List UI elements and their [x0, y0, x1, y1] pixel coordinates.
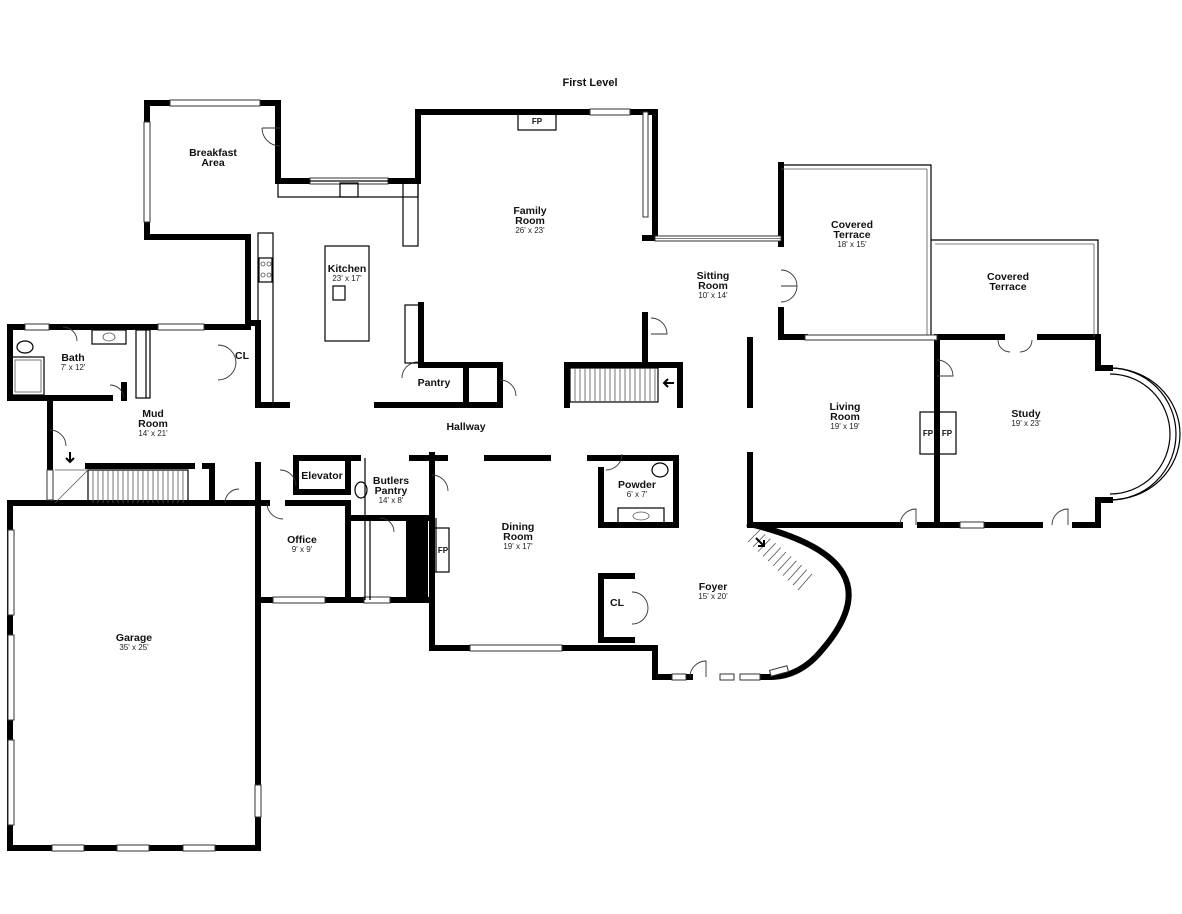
- room-name: Office: [287, 534, 317, 546]
- stair-arrows: [65, 378, 765, 547]
- room-sitting-room: Sitting Room 10' x 14': [697, 270, 730, 300]
- room-foyer: Foyer 15' x 20': [698, 581, 728, 601]
- stair-tread: [762, 542, 776, 557]
- room-dims: 6' x 7': [627, 490, 648, 499]
- svg-text:Room: Room: [138, 418, 168, 430]
- doors: [49, 127, 1069, 678]
- room-dims: 10' x 14': [698, 291, 728, 300]
- room-office: Office 9' x 9': [287, 534, 317, 554]
- room-garage: Garage 35' x 25': [116, 632, 152, 652]
- fireplace-label: FP: [923, 429, 934, 438]
- svg-text:Breakfast: Breakfast: [189, 147, 237, 159]
- room-breakfast-area: Breakfast Area: [189, 147, 237, 169]
- fireplace-labels: FP FP FP FP: [438, 117, 953, 555]
- room-family-room: Family Room 26' x 23': [513, 205, 546, 235]
- stair-outline: [569, 367, 659, 403]
- stairs: [54, 367, 813, 591]
- room-powder: Powder 6' x 7': [618, 479, 656, 499]
- stair-tread: [777, 556, 792, 572]
- room-name: CL: [610, 597, 625, 609]
- room-hallway: Hallway: [446, 421, 485, 433]
- room-dims: 35' x 25': [119, 643, 149, 652]
- room-kitchen: Kitchen 23' x 17': [328, 263, 367, 283]
- svg-text:Terrace: Terrace: [989, 281, 1026, 293]
- svg-text:Living: Living: [830, 401, 861, 413]
- stair-tread: [782, 560, 797, 576]
- fireplace-label: FP: [532, 117, 543, 126]
- room-study: Study 19' x 23': [1011, 408, 1041, 428]
- room-dims: 19' x 23': [1011, 419, 1041, 428]
- svg-text:Dining: Dining: [502, 521, 535, 533]
- stair-tread: [787, 564, 802, 581]
- room-labels: Breakfast Area Family Room 26' x 23' Kit…: [61, 147, 1042, 652]
- stair-tread: [792, 569, 808, 586]
- level-title: First Level: [562, 77, 617, 89]
- room-dims: 14' x 21': [138, 429, 168, 438]
- room-dims: 9' x 9': [292, 545, 313, 554]
- room-living-room: Living Room 19' x 19': [830, 401, 861, 431]
- svg-text:Butlers: Butlers: [373, 475, 409, 487]
- kitchen-fixtures: [135, 111, 557, 406]
- stair-tread: [767, 547, 782, 562]
- room-name: Garage: [116, 632, 152, 644]
- room-name: Foyer: [699, 581, 728, 593]
- room-dims: 23' x 17': [332, 274, 362, 283]
- room-name: Bath: [61, 352, 84, 364]
- room-covered-terrace-2: Covered Terrace: [987, 271, 1029, 293]
- room-dims: 18' x 15': [837, 240, 867, 249]
- svg-text:Covered: Covered: [987, 271, 1029, 283]
- bath-fixtures: [11, 329, 669, 525]
- room-closet-foyer: CL: [610, 597, 625, 609]
- room-name: Study: [1011, 408, 1040, 420]
- room-name: Pantry: [418, 377, 451, 389]
- room-butlers-pantry: Butlers Pantry 14' x 8': [373, 475, 409, 505]
- room-covered-terrace-1: Covered Terrace 18' x 15': [831, 219, 873, 249]
- room-name: Elevator: [301, 470, 342, 482]
- fireplace-label: FP: [942, 429, 953, 438]
- svg-text:Covered: Covered: [831, 219, 873, 231]
- stair-tread: [54, 469, 89, 504]
- room-closet-mud: CL: [235, 350, 250, 362]
- room-dims: 26' x 23': [515, 226, 545, 235]
- svg-text:Room: Room: [830, 411, 860, 423]
- svg-text:Room: Room: [698, 280, 728, 292]
- room-name: CL: [235, 350, 250, 362]
- study-bay-window: [1109, 367, 1181, 501]
- room-elevator: Elevator: [301, 470, 342, 482]
- room-bath: Bath 7' x 12': [61, 352, 86, 372]
- svg-text:Sitting: Sitting: [697, 270, 730, 282]
- room-dims: 7' x 12': [61, 363, 86, 372]
- svg-text:Terrace: Terrace: [833, 229, 870, 241]
- room-pantry: Pantry: [418, 377, 451, 389]
- stair-tread: [747, 529, 761, 543]
- svg-text:Mud: Mud: [142, 408, 164, 420]
- hallway-partitions: [145, 330, 957, 600]
- svg-text:Room: Room: [503, 531, 533, 543]
- svg-text:Area: Area: [201, 157, 225, 169]
- room-dims: 14' x 8': [379, 496, 404, 505]
- room-name: Powder: [618, 479, 656, 491]
- room-dims: 15' x 20': [698, 592, 728, 601]
- svg-text:Pantry: Pantry: [375, 485, 408, 497]
- room-dining-room: Dining Room 19' x 17': [502, 521, 535, 551]
- room-name: Kitchen: [328, 263, 367, 275]
- room-name: Hallway: [446, 421, 485, 433]
- room-dims: 19' x 19': [830, 422, 860, 431]
- stair-tread: [772, 551, 787, 567]
- svg-text:Room: Room: [515, 215, 545, 227]
- room-mud-room: Mud Room 14' x 21': [138, 408, 168, 438]
- windows: [7, 99, 985, 852]
- fireplace-label: FP: [438, 546, 449, 555]
- svg-text:Family: Family: [513, 205, 546, 217]
- terrace-outlines: [642, 111, 1099, 341]
- exterior-walls: [7, 100, 1113, 851]
- stair-tread: [797, 573, 813, 591]
- room-dims: 19' x 17': [503, 542, 533, 551]
